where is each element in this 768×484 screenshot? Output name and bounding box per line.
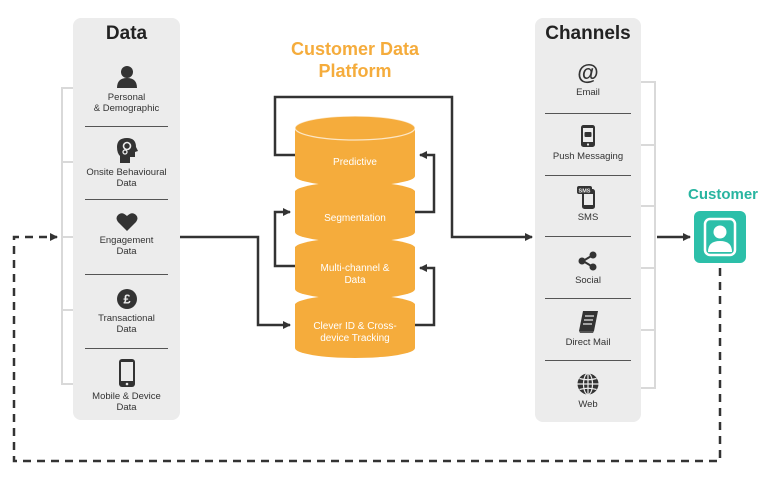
divider	[545, 236, 631, 237]
channel-item-sms: SMS SMS	[535, 185, 641, 223]
channels-bracket	[641, 81, 656, 389]
book-icon	[579, 311, 598, 333]
cdp-title-line2: Platform	[318, 61, 392, 81]
cdp-title-line1: Customer Data	[290, 39, 420, 59]
cdp-to-channels-arrow	[273, 95, 533, 241]
divider	[545, 360, 631, 361]
data-item-onsite: Onsite Behavioural Data	[73, 136, 180, 189]
divider	[545, 175, 631, 176]
data-item-label: Personal	[107, 92, 146, 103]
data-panel-title: Data	[105, 23, 148, 44]
person-icon	[116, 66, 137, 88]
customer-label: Customer	[687, 186, 758, 203]
at-sign-icon: @	[577, 62, 598, 84]
channel-item-label: Email	[576, 87, 600, 98]
data-item-label-2: Data	[116, 402, 137, 413]
data-item-personal: Personal & Demographic	[73, 65, 180, 114]
divider	[85, 199, 168, 200]
cdp-layer-label-line2: device Tracking	[320, 333, 390, 344]
divider	[545, 298, 631, 299]
cdp-layer-label-predictive: Predictive	[333, 157, 377, 168]
heart-icon	[116, 213, 137, 231]
divider	[545, 113, 631, 114]
loop-right-upper	[412, 151, 436, 214]
data-item-label: Onsite Behavioural	[86, 167, 167, 178]
channel-item-social: Social	[535, 250, 641, 286]
cdp-layer-label-segmentation: Segmentation	[324, 213, 386, 224]
data-item-transactional: £ Transactional Data	[73, 288, 180, 335]
cdp-layer-label-line1: Multi-channel &	[320, 263, 390, 274]
data-item-label: Transactional	[98, 313, 155, 324]
loop-left-lower	[273, 208, 300, 268]
cdp-layer-label-line1: Clever ID & Cross-	[313, 321, 397, 332]
mobile-icon	[118, 359, 135, 387]
share-icon	[578, 251, 597, 271]
data-bracket	[61, 87, 73, 385]
head-gears-icon	[116, 138, 138, 163]
channel-item-web: Web	[535, 372, 641, 410]
feedback-loop-dashed-line	[12, 233, 722, 463]
channel-item-label: SMS	[577, 212, 599, 223]
channels-panel-title: Channels	[545, 23, 631, 44]
user-icon	[703, 217, 737, 257]
globe-icon	[577, 372, 599, 396]
channel-item-email: @ Email	[535, 62, 641, 98]
divider	[85, 348, 168, 349]
svg-text:@: @	[577, 62, 598, 84]
channel-item-direct-mail: Direct Mail	[535, 310, 641, 348]
data-item-label-2: Data	[116, 178, 137, 189]
channel-item-label: Web	[578, 399, 598, 410]
data-panel: Data Personal & Demographic Onsite Behav…	[73, 18, 180, 420]
divider	[85, 274, 168, 275]
data-item-label-2: Data	[116, 246, 137, 257]
svg-text:£: £	[123, 292, 131, 307]
channel-item-push: Push Messaging	[535, 124, 641, 162]
sms-phone-icon: SMS	[577, 186, 595, 209]
cdp-layer-multichannel	[295, 236, 415, 299]
data-item-label-2: Data	[116, 324, 137, 335]
data-to-cdp-arrow	[180, 235, 291, 329]
divider	[85, 126, 168, 127]
channel-item-label: Push Messaging	[552, 151, 624, 162]
data-item-label-2: & Demographic	[93, 103, 160, 114]
data-item-label: Mobile & Device	[92, 391, 161, 402]
cdp-layer-label-clever-id: Clever ID & Cross- device Tracking	[295, 321, 415, 345]
cdp-layer-predictive	[294, 115, 416, 186]
push-phone-icon	[581, 125, 595, 147]
cdp-layer-label-line2: Data	[344, 275, 366, 286]
cdp-layer-label-multichannel: Multi-channel & Data	[295, 263, 415, 287]
data-item-mobile: Mobile & Device Data	[73, 358, 180, 413]
cdp-layer-clever-id	[295, 293, 415, 358]
channel-item-label: Direct Mail	[565, 337, 611, 348]
data-item-engagement: Engagement Data	[73, 212, 180, 257]
customer-tile	[694, 211, 746, 263]
data-item-label: Engagement	[99, 235, 154, 246]
svg-text:SMS: SMS	[579, 188, 591, 194]
channels-panel: Channels @ Email Push Messaging SMS SMS	[535, 18, 641, 422]
pound-icon: £	[116, 289, 137, 309]
cdp-title: Customer Data Platform	[270, 38, 440, 82]
cdp-layer-segmentation	[295, 180, 415, 242]
loop-right-lower	[412, 264, 436, 327]
channel-item-label: Social	[575, 275, 601, 286]
